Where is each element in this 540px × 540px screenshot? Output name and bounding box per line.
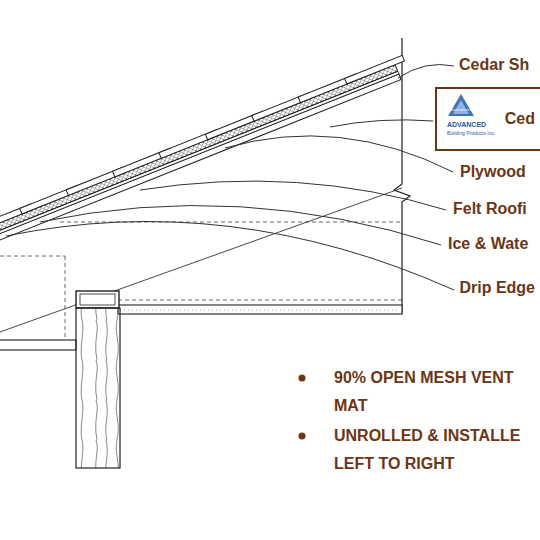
logo-text: ADVANCED	[447, 121, 486, 128]
roof-assembly	[0, 55, 410, 247]
dashed-guide	[0, 222, 402, 345]
leader-line	[6, 65, 454, 291]
company-logo	[448, 94, 474, 116]
cedar-shingle	[345, 55, 405, 84]
callout-label: Felt Roofi	[453, 199, 527, 219]
bullet-dot	[299, 433, 306, 440]
callout-label: Cedar Sh	[459, 55, 529, 75]
logo-box: ADVANCED Building Products Inc. Ced	[435, 87, 540, 151]
callout-label: Ice & Wate	[448, 234, 528, 254]
ceiling-joist	[118, 305, 402, 314]
bullet-note: 90% OPEN MESH VENT MAT	[334, 364, 534, 420]
callout-label: Ced	[505, 110, 535, 128]
callout-label: Plywood	[460, 162, 526, 182]
logo-text: Building Products Inc.	[447, 130, 495, 136]
bullet-note: UNROLLED & INSTALLE LEFT TO RIGHT	[334, 422, 534, 478]
bullet-dot	[299, 375, 306, 382]
soffit	[0, 340, 76, 350]
top-plate	[76, 291, 119, 308]
wall-stud	[76, 308, 120, 468]
callout-label: Drip Edge	[459, 278, 535, 298]
